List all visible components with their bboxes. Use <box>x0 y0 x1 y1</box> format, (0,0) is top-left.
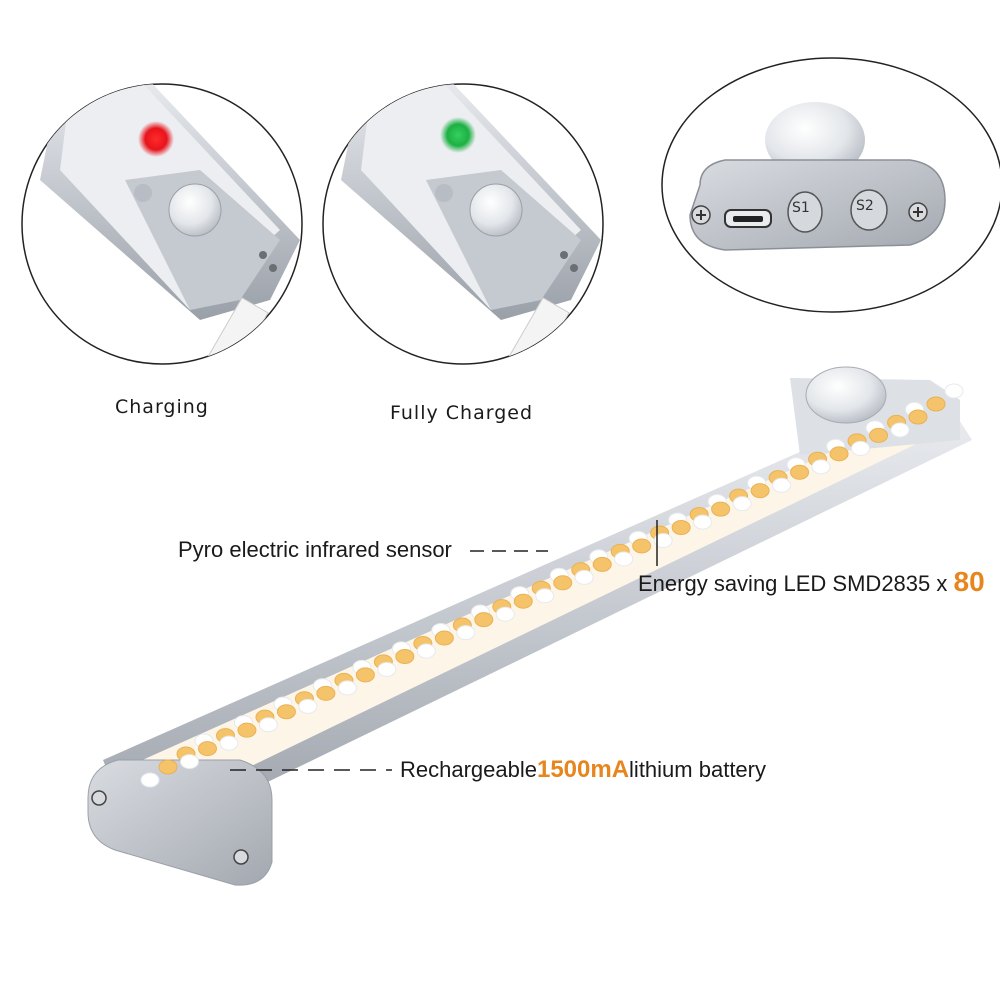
led-chip <box>355 667 375 683</box>
led-chip <box>158 759 178 775</box>
led-chip <box>237 722 257 738</box>
led-chip <box>495 606 515 622</box>
led-count: 80 <box>953 566 985 597</box>
battery-capacity: 1500mA <box>536 756 630 783</box>
charging-detail <box>21 83 303 365</box>
led-chip <box>316 685 336 701</box>
led-chip <box>592 556 612 572</box>
led-chip <box>653 533 673 549</box>
s2-label: S2 <box>856 198 874 214</box>
led-chip <box>890 422 910 438</box>
led-chip <box>772 477 792 493</box>
fully-charged-detail <box>322 83 604 365</box>
led-chip <box>535 588 555 604</box>
led-array <box>140 383 964 788</box>
led-chip <box>711 501 731 517</box>
s2-button[interactable] <box>850 189 888 231</box>
led-chip <box>574 569 594 585</box>
led-chip <box>732 496 752 512</box>
led-annotation: Energy saving LED SMD2835 x 80 <box>638 566 985 598</box>
s1-label: S1 <box>792 200 810 216</box>
led-chip <box>908 409 928 425</box>
led-chip <box>614 551 634 567</box>
led-chip <box>869 427 889 443</box>
s1-button[interactable] <box>787 191 823 233</box>
battery-annotation: Rechargeable1500mAlithium battery <box>400 756 766 784</box>
led-chip <box>750 483 770 499</box>
led-chip <box>474 612 494 628</box>
led-chip <box>258 717 278 733</box>
battery-prefix: Rechargeable <box>400 757 537 782</box>
led-chip <box>140 772 160 788</box>
fully-charged-label: Fully Charged <box>390 402 534 424</box>
led-chip <box>553 575 573 591</box>
end-cap-detail <box>661 57 1000 313</box>
sensor-annotation: Pyro electric infrared sensor <box>178 537 452 562</box>
led-chip <box>276 704 296 720</box>
led-chip <box>219 735 239 751</box>
led-chip <box>811 459 831 475</box>
led-chip <box>671 520 691 536</box>
led-chip <box>944 383 964 399</box>
led-chip <box>416 643 436 659</box>
led-chip <box>298 698 318 714</box>
battery-suffix: lithium battery <box>629 757 766 782</box>
led-chip <box>456 625 476 641</box>
led-chip <box>851 440 871 456</box>
light-bar <box>87 366 972 886</box>
led-annotation-text: Energy saving LED SMD2835 x <box>638 571 954 596</box>
led-chip <box>790 464 810 480</box>
led-chip <box>693 514 713 530</box>
charging-label: Charging <box>115 396 209 418</box>
led-chip <box>337 680 357 696</box>
led-chip <box>434 630 454 646</box>
led-chip <box>829 446 849 462</box>
led-chip <box>395 648 415 664</box>
led-chip <box>377 661 397 677</box>
screw-icon <box>233 849 249 865</box>
led-chip <box>179 754 199 770</box>
led-chip <box>197 741 217 757</box>
screw-icon <box>91 790 107 806</box>
led-chip <box>513 593 533 609</box>
led-chip <box>632 538 652 554</box>
led-chip <box>926 396 946 412</box>
